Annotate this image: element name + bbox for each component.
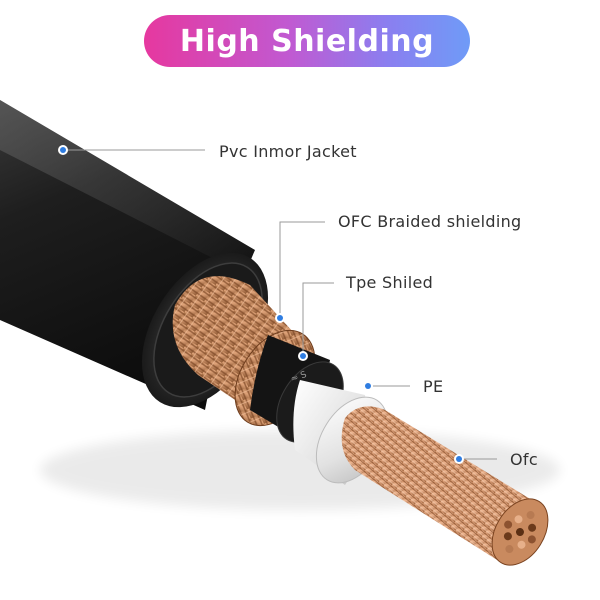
label-braided-shielding: OFC Braided shielding <box>338 212 522 231</box>
label-pe: PE <box>423 377 444 396</box>
leader-lines <box>64 149 497 460</box>
label-tpe-shield: Tpe Shiled <box>346 273 434 292</box>
title-banner: High Shielding <box>144 15 470 67</box>
markers <box>58 145 464 464</box>
ofc-core <box>341 406 549 566</box>
title-text: High Shielding <box>179 23 435 59</box>
leader-line-tpe <box>302 282 334 356</box>
label-pvc-jacket: Pvc Inmor Jacket <box>219 142 357 161</box>
label-ofc-core: Ofc <box>510 450 538 469</box>
leader-line-braid <box>279 221 325 318</box>
